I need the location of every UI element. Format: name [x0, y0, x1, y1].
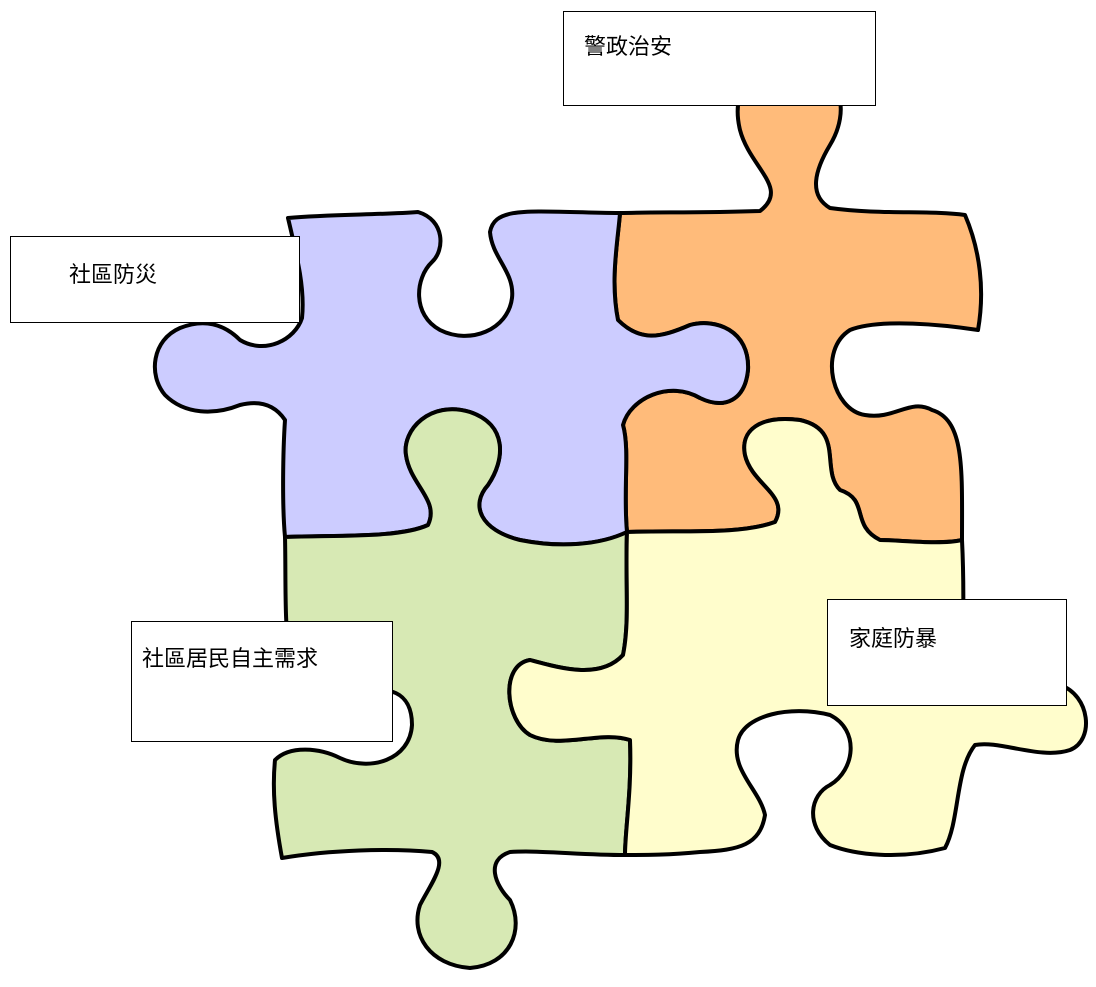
- label-box-disaster: 社區防災: [10, 236, 300, 323]
- label-box-police: 警政治安: [563, 11, 876, 106]
- label-resident: 社區居民自主需求: [142, 649, 318, 671]
- label-box-domestic: 家庭防暴: [827, 599, 1067, 706]
- label-box-resident: 社區居民自主需求: [131, 621, 393, 742]
- label-domestic: 家庭防暴: [849, 629, 937, 651]
- label-disaster: 社區防災: [69, 265, 157, 287]
- label-police: 警政治安: [584, 37, 672, 59]
